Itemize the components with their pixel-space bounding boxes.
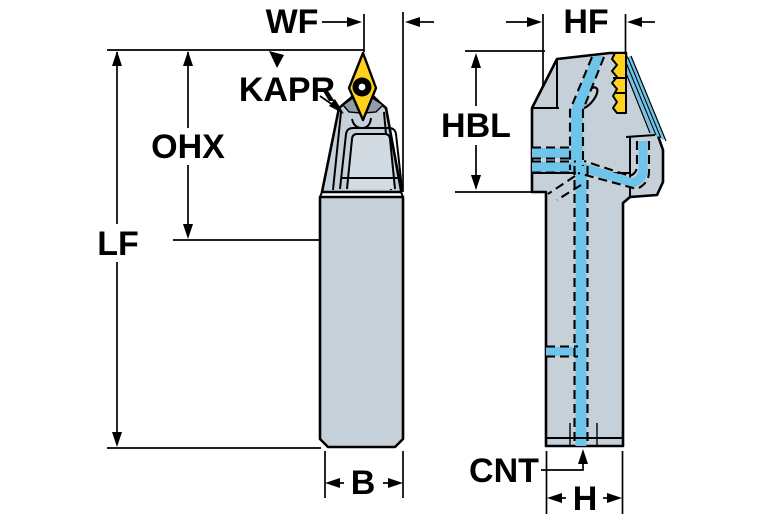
side-view <box>530 51 667 448</box>
dim-label-kapr: KAPR <box>239 71 335 109</box>
insert-side <box>611 52 627 114</box>
kapr-angle-arrowhead <box>269 51 284 68</box>
clamp-arm-top-edge <box>625 134 656 138</box>
cnt-arrowhead <box>578 449 588 464</box>
front-view <box>318 51 405 449</box>
hf-arrowhead-right <box>627 17 642 27</box>
h-arrowhead-left <box>547 493 562 503</box>
neck-chamfer-right <box>400 191 404 198</box>
clamp-inner <box>346 133 396 190</box>
dim-label-cnt: CNT <box>469 452 539 490</box>
dim-label-ohx: OHX <box>151 128 225 166</box>
dim-label-h: H <box>573 480 598 518</box>
clamp-outer <box>339 127 403 190</box>
h-arrowhead-right <box>607 493 622 503</box>
insert-seat-notch <box>351 117 372 130</box>
dimensions-front: WF KAPR OHX LF B <box>97 3 434 502</box>
insert-screw-center <box>358 83 366 91</box>
coolant-inlet-1 <box>532 148 572 158</box>
front-facet-left <box>332 111 342 191</box>
coolant-cross-hole <box>546 347 578 356</box>
coolant-dashed-borders <box>532 56 651 446</box>
coolant-channels <box>532 55 667 446</box>
dim-label-hbl: HBL <box>441 107 511 145</box>
dimensions-side: HF HBL CNT H <box>441 3 655 518</box>
lf-arrowhead-up <box>112 51 122 66</box>
coolant-inlet-2 <box>532 162 576 172</box>
coolant-main-lower <box>575 166 587 446</box>
dim-label-b: B <box>351 464 376 502</box>
lf-arrowhead-down <box>112 432 122 447</box>
dim-label-lf: LF <box>97 225 139 263</box>
kapr-leader <box>319 95 334 106</box>
ohx-arrowhead-down <box>183 224 193 239</box>
dim-label-wf: WF <box>266 3 319 41</box>
dim-label-hf: HF <box>563 3 608 41</box>
b-arrowhead-right <box>388 478 403 488</box>
front-shank <box>318 195 405 449</box>
ohx-arrowhead-up <box>183 51 193 66</box>
b-arrowhead-left <box>325 478 340 488</box>
coolant-elbow <box>579 141 648 188</box>
hbl-arrowhead-down <box>471 175 481 190</box>
hf-arrowhead-left <box>527 17 542 27</box>
cnt-leader <box>541 462 584 471</box>
coolant-jets <box>621 55 667 142</box>
wf-arrowhead-left <box>347 17 362 27</box>
coolant-main-upper <box>571 56 604 170</box>
neck-chamfer-left <box>319 191 323 198</box>
wf-arrowhead-right <box>405 17 420 27</box>
kapr-arrowhead <box>329 99 344 114</box>
hbl-arrowhead-up <box>471 53 481 68</box>
